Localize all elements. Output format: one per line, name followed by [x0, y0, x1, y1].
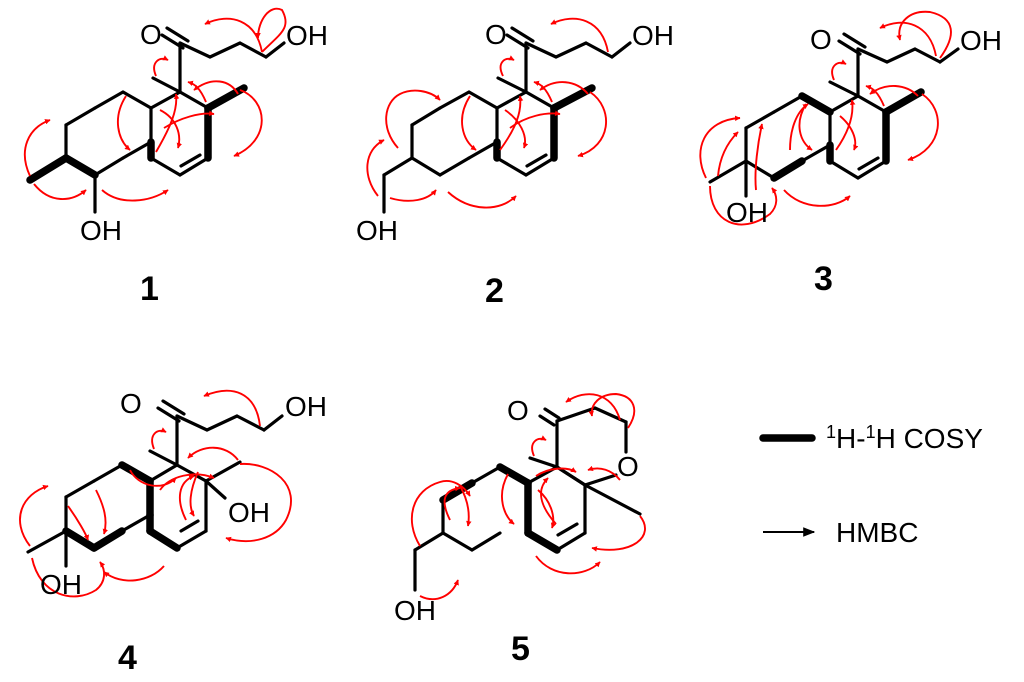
compound-5-ring-o-label: O	[617, 451, 639, 482]
compound-1: O OH OH 1	[24, 7, 328, 308]
compound-1-number: 1	[140, 270, 159, 308]
compound-3-hmbc	[699, 10, 952, 226]
compound-2-side-oh-label: OH	[632, 20, 674, 51]
compound-5-hmbc	[411, 393, 646, 601]
compound-1-oxo-label: O	[140, 19, 162, 50]
compound-3-ring-oh-label: OH	[726, 197, 768, 228]
legend: 1H-1H COSY HMBC	[759, 422, 983, 548]
compound-2-hmbc	[366, 17, 609, 209]
compound-2-number: 2	[485, 272, 504, 310]
compound-5-ring-oh-label: OH	[394, 595, 436, 626]
compound-4: O OH OH OH 4	[19, 388, 327, 677]
legend-cosy-sup-1: 1	[826, 422, 836, 442]
compound-1-side-oh-label: OH	[286, 20, 328, 51]
compound-1-hmbc	[24, 7, 287, 202]
compound-4-oxo-label: O	[120, 388, 142, 419]
legend-cosy-sup-2: 1	[866, 422, 876, 442]
legend-cosy-h-2: H COSY	[876, 423, 984, 454]
compound-2-oxo-label: O	[485, 19, 507, 50]
compound-4-number: 4	[118, 639, 137, 677]
compound-3: O OH OH 3	[699, 10, 1002, 298]
compound-5-number: 5	[511, 630, 530, 668]
compound-4-hmbc	[19, 389, 292, 598]
compound-3-side-oh-label: OH	[960, 25, 1002, 56]
compound-2-bonds	[382, 26, 632, 214]
compound-1-bonds	[64, 26, 286, 214]
compound-3-number: 3	[814, 260, 833, 298]
compound-4-cosy	[62, 461, 181, 552]
legend-cosy-label: 1H-1H COSY	[826, 422, 983, 454]
compound-3-bonds	[708, 32, 960, 198]
compound-5: O O OH 5	[394, 393, 646, 668]
legend-hmbc-label: HMBC	[836, 517, 918, 548]
compound-4-ring-oh-label: OH	[40, 569, 82, 600]
compound-2: O OH OH 2	[356, 17, 674, 310]
compound-2-ring-oh-label: OH	[356, 215, 398, 246]
compound-1-ring-oh-label: OH	[80, 215, 122, 246]
compound-5-oxo-label: O	[507, 395, 529, 426]
compound-4-side-oh-label: OH	[285, 391, 327, 422]
compound-4-ring-oh-label-2: OH	[228, 497, 270, 528]
compound-3-oxo-label: O	[810, 24, 832, 55]
compound-3-cosy	[770, 88, 925, 182]
compound-5-cosy	[439, 463, 561, 554]
compound-1-cosy	[26, 84, 248, 184]
legend-cosy-h-1: H-	[836, 423, 866, 454]
